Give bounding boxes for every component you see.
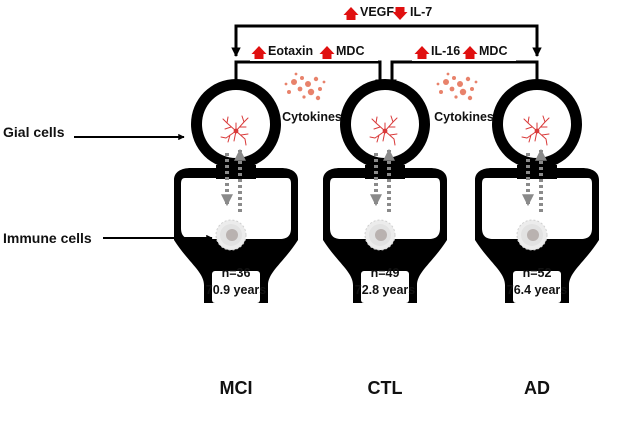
immune-cells-label: Immune cells [3,230,92,246]
group-mci: n=36 70.9 years 20 16 MCI [206,266,267,398]
group-ad: n=52 76.4 years 32 20 AD [507,266,568,398]
right-first-label: IL-16 [431,44,460,58]
group-age: 70.9 years [206,283,267,297]
female-count: 20 [219,337,231,349]
male-icon [539,329,561,366]
immune-cell-icon [364,219,396,251]
left-second-label: MDC [336,44,364,58]
right-second-label: MDC [479,44,507,58]
male-count: 20 [544,350,556,362]
female-count: 32 [520,337,532,349]
glial-cells-label: Gial cells [3,124,65,140]
group-n: n=49 [371,266,400,280]
group-ctl: n=49 72.8 years 38 11 CTL [355,266,416,398]
left-bracket [231,60,385,89]
female-count: 38 [368,337,380,349]
top-down-label: IL-7 [410,5,432,19]
group-name: MCI [220,378,253,398]
group-n: n=36 [222,266,251,280]
dashed-arrows [221,148,547,212]
female-icon [214,331,236,362]
top-bracket [231,24,542,57]
group-age: 72.8 years [355,283,416,297]
right-bracket [387,60,542,89]
immune-cell-icon [516,219,548,251]
immune-cell-icon [215,219,247,251]
cytokines-label: Cytokines [282,110,342,124]
group-name: AD [524,378,550,398]
male-count: 16 [243,350,255,362]
male-count: 11 [392,350,403,362]
top-up-label: VEGF [360,5,394,19]
left-first-label: Eotaxin [268,44,313,58]
group-name: CTL [368,378,403,398]
female-icon [363,331,385,362]
group-age: 76.4 years [507,283,568,297]
male-icon [238,329,260,366]
group-n: n=52 [523,266,552,280]
female-icon [515,331,537,362]
male-icon [387,329,409,366]
cytokines-label: Cytokines [434,110,494,124]
cytokine-particles-icon [284,72,326,101]
cytokine-particles-icon [436,72,478,101]
